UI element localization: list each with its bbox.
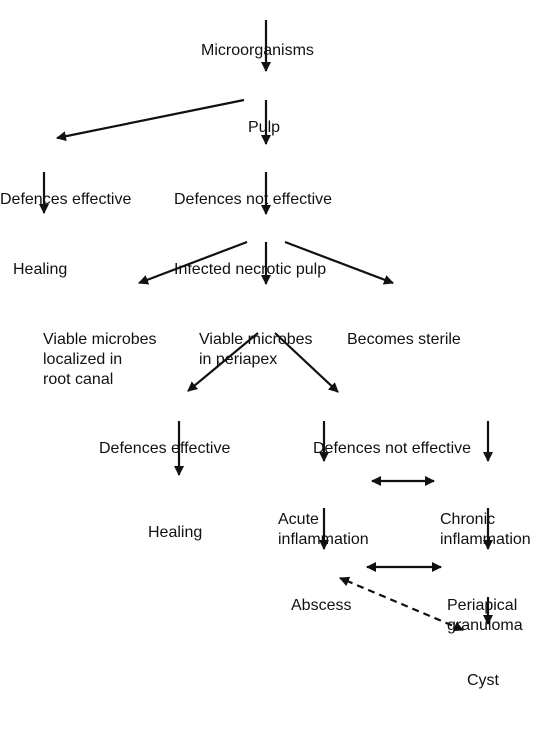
node-viable-microbes-periapex-label: Viable microbes in periapex bbox=[199, 331, 313, 368]
node-healing-1: Healing bbox=[13, 220, 67, 320]
node-infected-necrotic-pulp: Infected necrotic pulp bbox=[174, 220, 326, 320]
arrow-viable-microbes-periapex-to-defences-not-effective-2 bbox=[274, 332, 339, 393]
node-acute-inflammation-label: Acute inflammation bbox=[278, 511, 369, 548]
node-periapical-granuloma-label: Periapical granuloma bbox=[447, 597, 523, 634]
node-abscess-label: Abscess bbox=[291, 597, 352, 614]
node-viable-microbes-root-canal: Viable microbes localized in root canal bbox=[43, 290, 157, 430]
node-periapical-granuloma: Periapical granuloma bbox=[447, 556, 523, 676]
node-defences-not-effective-2: Defences not effective bbox=[313, 399, 471, 499]
node-defences-effective-2-label: Defences effective bbox=[99, 440, 231, 457]
node-infected-necrotic-pulp-label: Infected necrotic pulp bbox=[174, 261, 327, 278]
node-healing-2-label: Healing bbox=[148, 524, 203, 541]
node-pulp-label: Pulp bbox=[248, 119, 281, 136]
arrow-cyst-to-abscess bbox=[339, 576, 464, 632]
node-pulp: Pulp bbox=[248, 78, 280, 178]
node-becomes-sterile: Becomes sterile bbox=[347, 290, 461, 390]
node-defences-not-effective-1-label: Defences not effective bbox=[174, 191, 333, 208]
arrow-pulp-to-defences-effective-1 bbox=[56, 98, 245, 142]
node-defences-effective-1: Defences effective bbox=[0, 150, 131, 250]
node-acute-inflammation: Acute inflammation bbox=[278, 470, 369, 590]
flowchart-edges bbox=[39, 20, 493, 632]
node-viable-microbes-periapex: Viable microbes in periapex bbox=[199, 290, 313, 410]
node-cyst: Cyst bbox=[467, 631, 499, 731]
node-viable-microbes-root-canal-label: Viable microbes localized in root canal bbox=[43, 331, 157, 388]
node-chronic-inflammation-label: Chronic inflammation bbox=[440, 511, 531, 548]
node-cyst-label: Cyst bbox=[467, 672, 499, 689]
node-chronic-inflammation: Chronic inflammation bbox=[440, 470, 531, 590]
node-microorganisms: Microorganisms bbox=[201, 1, 314, 101]
node-defences-not-effective-2-label: Defences not effective bbox=[313, 440, 472, 457]
pathogenesis-flowchart: Microorganisms Pulp Defences effective D… bbox=[0, 1, 531, 689]
arrow-infected-necrotic-pulp-to-becomes-sterile bbox=[284, 240, 394, 285]
node-abscess: Abscess bbox=[291, 556, 351, 656]
node-healing-1-label: Healing bbox=[13, 261, 68, 278]
node-defences-effective-2: Defences effective bbox=[99, 399, 230, 499]
node-healing-2: Healing bbox=[148, 483, 202, 583]
arrow-viable-microbes-periapex-to-defences-effective-2 bbox=[187, 332, 259, 392]
arrow-infected-necrotic-pulp-to-viable-microbes-root-canal bbox=[138, 240, 248, 285]
node-defences-effective-1-label: Defences effective bbox=[0, 191, 132, 208]
node-microorganisms-label: Microorganisms bbox=[201, 42, 314, 59]
node-becomes-sterile-label: Becomes sterile bbox=[347, 331, 461, 348]
node-defences-not-effective-1: Defences not effective bbox=[174, 150, 332, 250]
